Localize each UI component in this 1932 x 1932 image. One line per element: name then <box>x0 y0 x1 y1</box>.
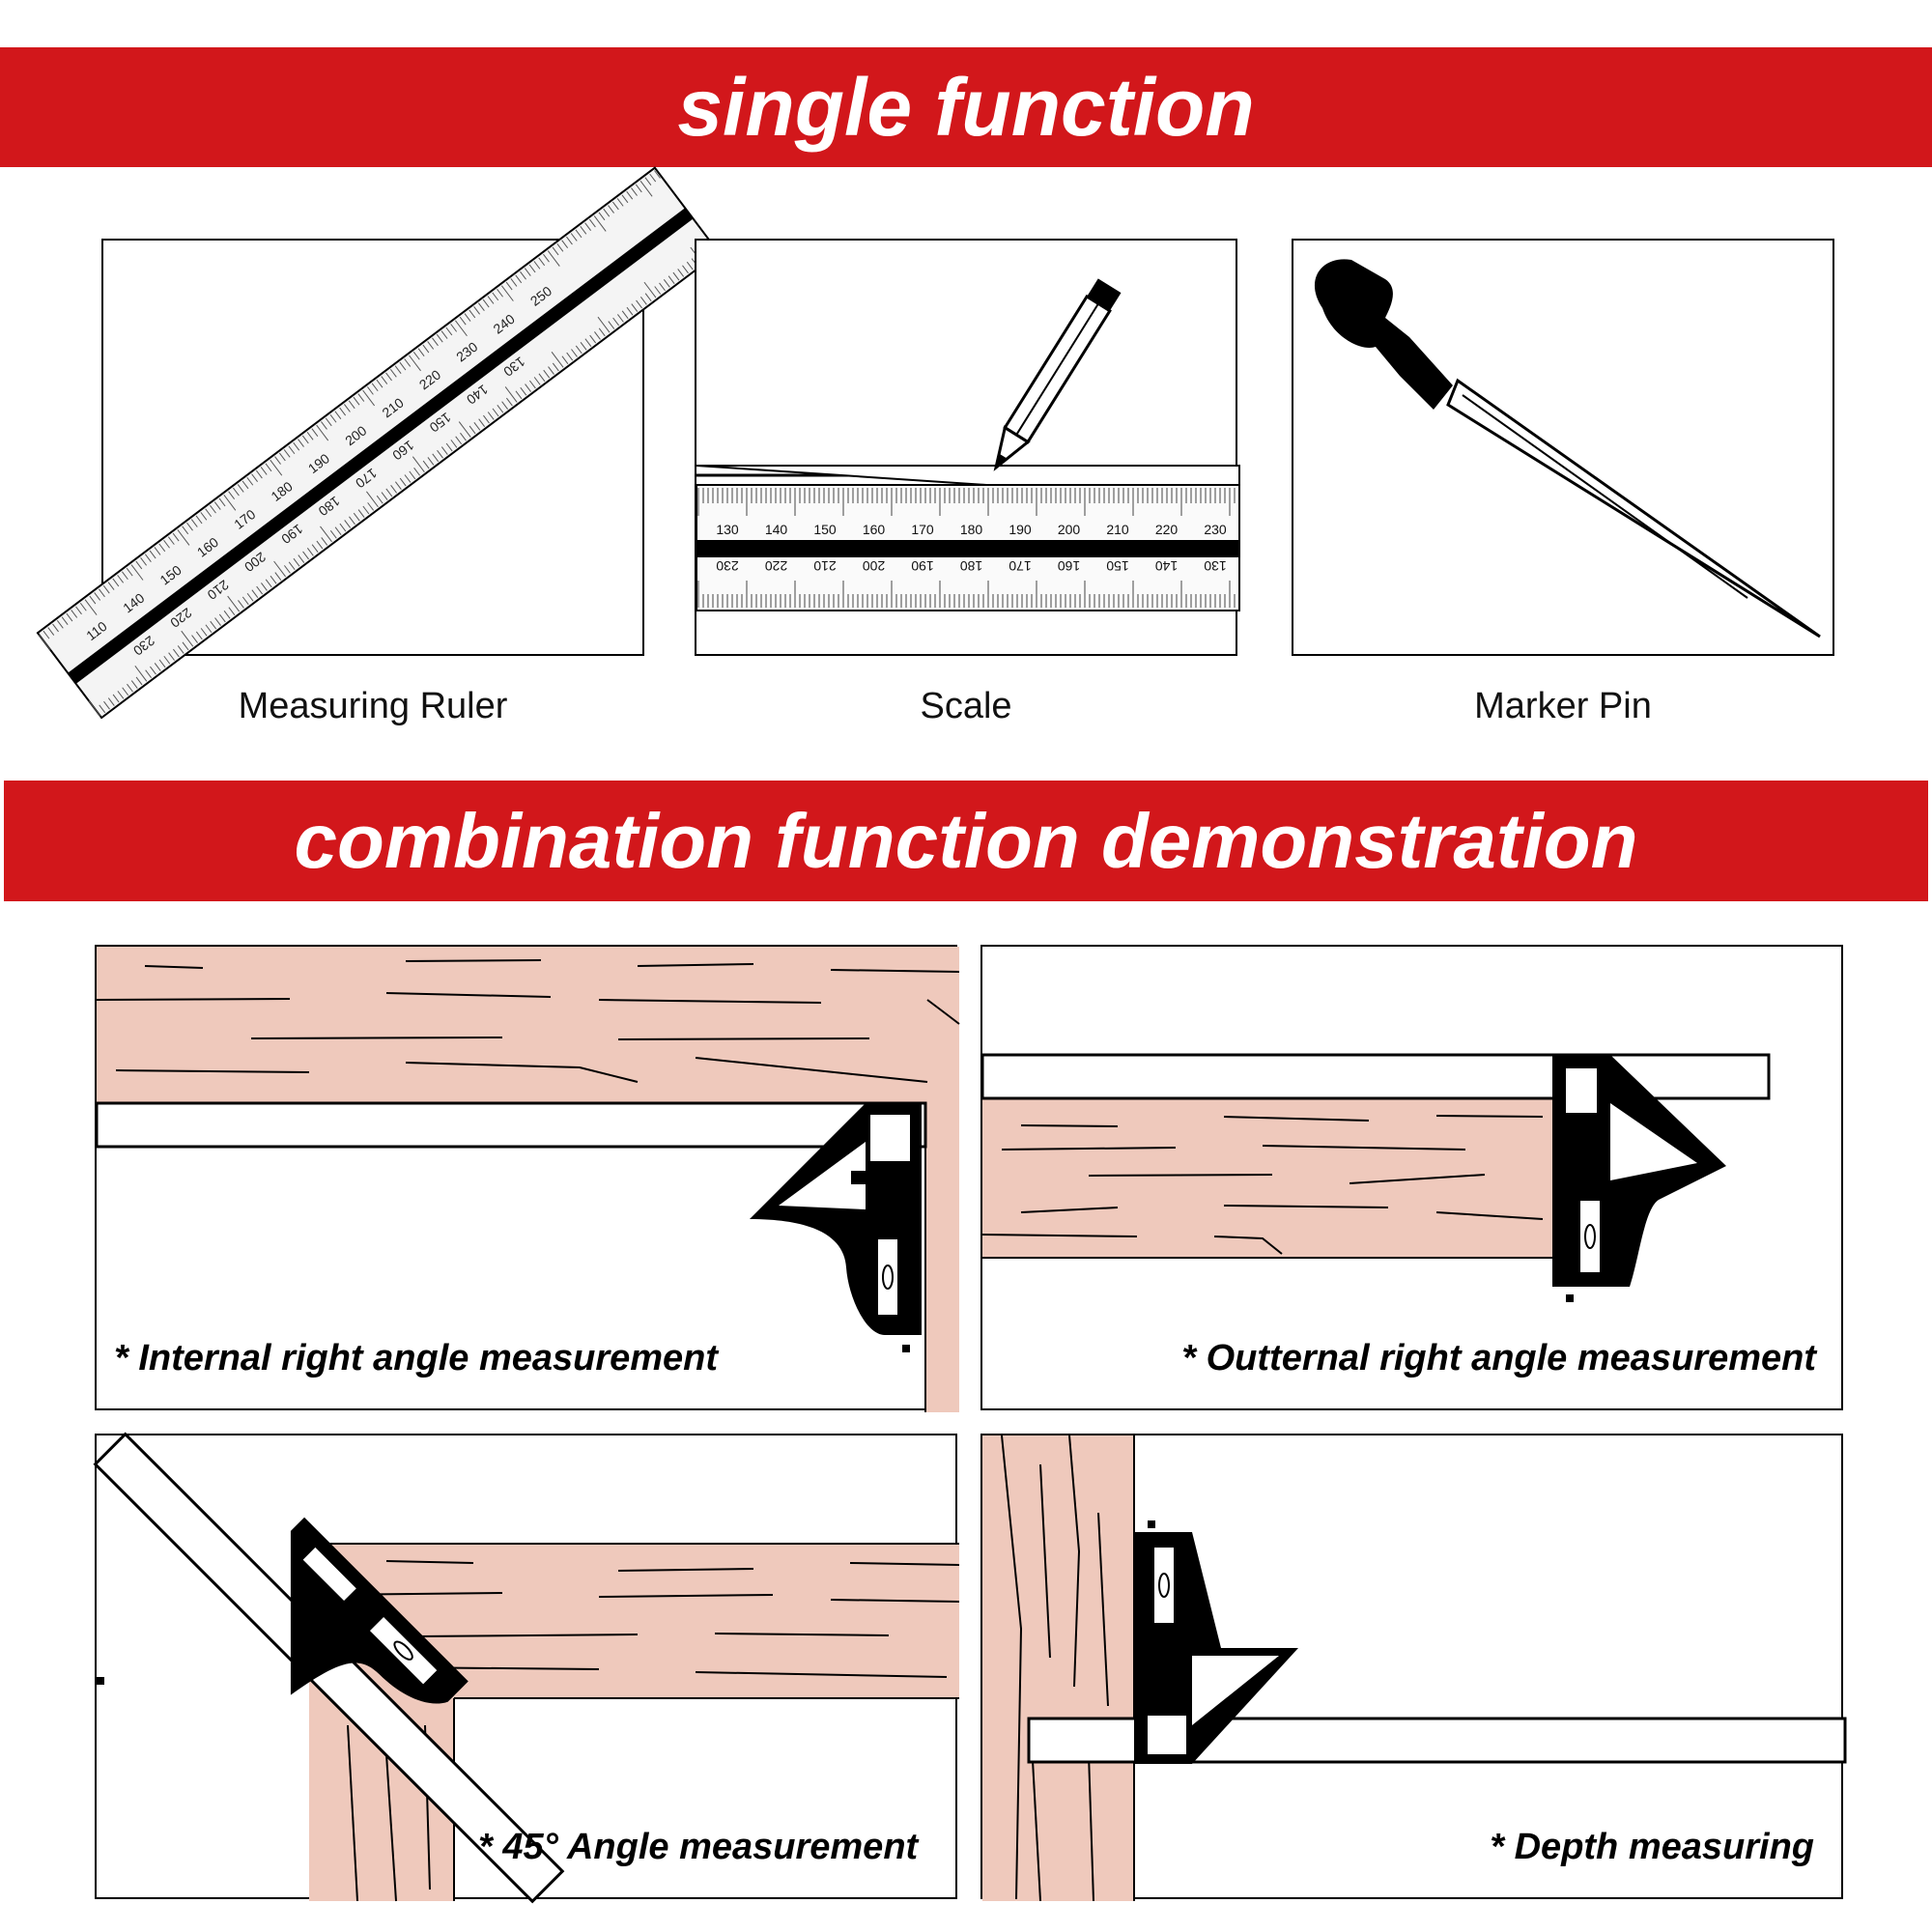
scale-panel: 130 140 150 160 170 180 190 200 210 220 230 230 220… <box>695 239 1240 656</box>
depth-caption: * Depth measuring <box>1490 1827 1814 1867</box>
scale-tick-label: 170 <box>1009 558 1032 574</box>
scale-tick-label: 140 <box>1155 558 1179 574</box>
scriber-pin-icon <box>1314 259 1821 639</box>
scale-tick-label: 200 <box>863 558 886 574</box>
internal-angle-illustration <box>95 947 960 1412</box>
scale-tick-label: 230 <box>716 558 739 574</box>
scale-tick-label: 220 <box>765 558 788 574</box>
internal-angle-caption: * Internal right angle measurement <box>114 1338 719 1378</box>
scale-tick-label: 190 <box>911 558 934 574</box>
outternal-angle-caption: * Outternal right angle measurement <box>1181 1338 1816 1378</box>
outternal-angle-illustration <box>980 1053 1771 1302</box>
scale-tick-label: 210 <box>813 558 837 574</box>
combination-square-icon <box>750 1103 922 1352</box>
scale-tick-label: 210 <box>1106 522 1129 537</box>
combination-square-icon <box>1552 1055 1726 1302</box>
scale-tick-label: 160 <box>863 522 886 537</box>
combination-square-icon <box>1134 1520 1298 1764</box>
internal-right-angle-panel: * Internal right angle measurement <box>95 945 960 1412</box>
depth-illustration <box>982 1435 1847 1902</box>
scale-tick-label: 140 <box>765 522 788 537</box>
angle-45-panel: * 45° Angle measurement <box>93 1432 960 1904</box>
depth-measuring-panel: * Depth measuring <box>980 1434 1847 1902</box>
combination-square-icon <box>290 1517 469 1704</box>
scale-tick-label: 190 <box>1009 522 1032 537</box>
single-function-title: single function <box>677 62 1255 153</box>
single-function-banner: single function <box>0 47 1932 167</box>
scale-tick-label: 180 <box>960 558 983 574</box>
angle-45-caption: * 45° Angle measurement <box>478 1827 919 1867</box>
scale-tick-label: 130 <box>716 522 739 537</box>
marker-pin-panel <box>1292 239 1834 656</box>
scale-tick-label: 160 <box>1058 558 1081 574</box>
combination-function-title: combination function demonstration <box>294 798 1638 884</box>
combination-function-banner: combination function demonstration <box>4 781 1928 901</box>
scale-tick-label: 180 <box>960 522 983 537</box>
ruler-icon: 110140150160170180190200210220230240250 … <box>36 166 721 720</box>
scale-tick-label: 200 <box>1058 522 1081 537</box>
scale-tick-label: 150 <box>813 522 837 537</box>
scale-tick-label: 150 <box>1106 558 1129 574</box>
scale-tick-label: 230 <box>1204 522 1227 537</box>
marker-pin-label: Marker Pin <box>1474 686 1652 726</box>
measuring-ruler-label: Measuring Ruler <box>238 686 508 726</box>
outternal-right-angle-panel: * Outternal right angle measurement <box>980 945 1843 1410</box>
angle-45-illustration <box>93 1432 960 1904</box>
scale-label: Scale <box>920 686 1012 726</box>
scale-tick-label: 220 <box>1155 522 1179 537</box>
scale-tick-label: 130 <box>1204 558 1227 574</box>
scale-tick-label: 170 <box>911 522 934 537</box>
pencil-scale-icon: 130 140 150 160 170 180 190 200 210 220 230 230 220… <box>696 278 1240 611</box>
